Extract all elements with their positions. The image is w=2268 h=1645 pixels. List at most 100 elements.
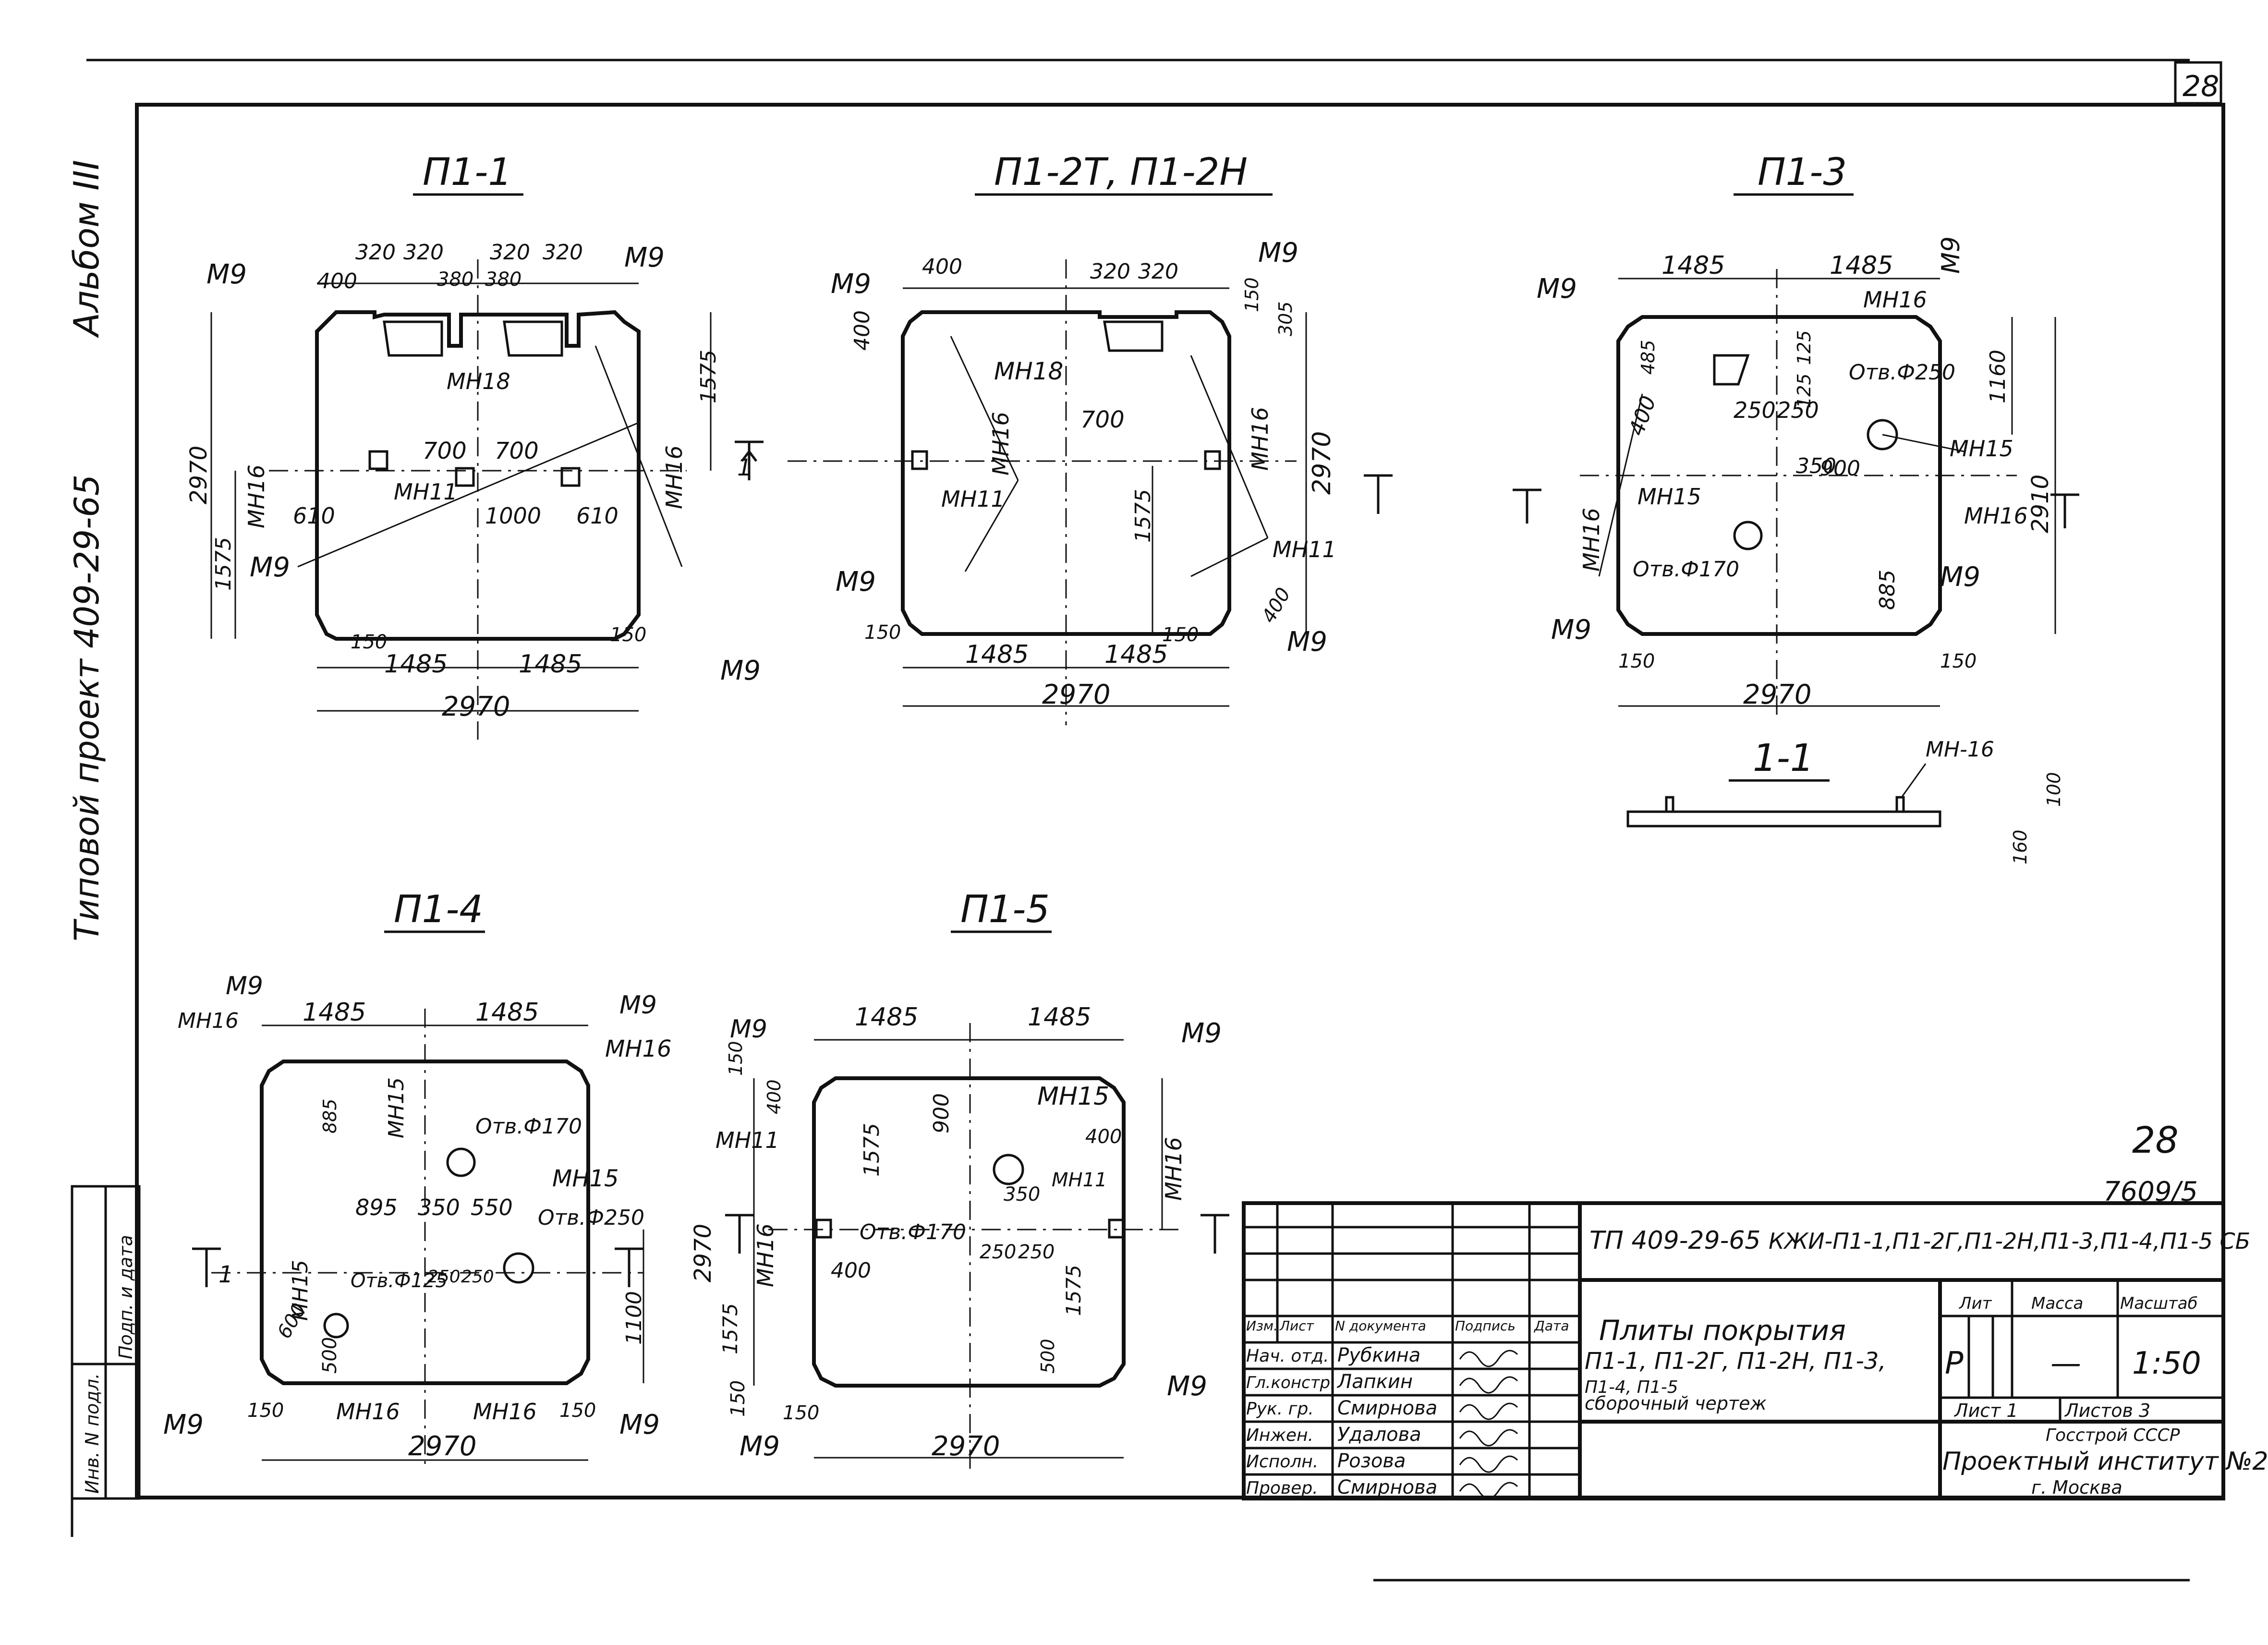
dim-label: 320 (403, 240, 444, 265)
sheet-number: 28 (2183, 70, 2219, 103)
mark-label: M9 (624, 242, 665, 273)
mark-label: MH16 (336, 1399, 400, 1425)
drawing-title: П1-4, П1-5 (1585, 1377, 1678, 1397)
mark-label: MH15 (552, 1165, 619, 1192)
mark-label: MH16 (752, 1223, 778, 1287)
mark-label: MH15 (1950, 436, 2013, 462)
dim-label: 2970 (1743, 679, 1812, 710)
dim-label: 150 (610, 624, 646, 646)
dim-label: 1575 (718, 1303, 742, 1354)
mass-value: — (2050, 1346, 2081, 1381)
mark-label: MH11 (1052, 1169, 1107, 1191)
dim-label: 1485 (1662, 251, 1725, 280)
mark-label: MH16 (243, 464, 269, 528)
sheets-label: Листов 3 (2064, 1400, 2150, 1421)
mark-label: MH15 (1637, 484, 1701, 510)
section-1-1: 1-1 MH-16 100 160 (1626, 737, 2064, 865)
dim-label: 2910 (2027, 475, 2054, 533)
dim-label: 1575 (696, 350, 721, 403)
dim-label: 1485 (384, 650, 448, 679)
dim-label: 1160 (1986, 350, 2010, 403)
dim-label: 150 (1940, 650, 1977, 672)
mark-label: MH16 (473, 1399, 537, 1425)
signature (1459, 1455, 1518, 1473)
dim-label: 380 (437, 268, 473, 291)
view-p1-2: П1-2Т, П1-2Н 400 320 320 150 305 400 700… (788, 151, 1336, 725)
lit-label: Лит (1958, 1294, 1992, 1313)
sheet-number-box (2174, 61, 2222, 105)
dim-label: 350 (1004, 1183, 1040, 1206)
hole-label: Отв.Ф250 (538, 1206, 644, 1230)
mark-label: M9 (1181, 1018, 1222, 1049)
title-block: ТП 409-29-65 КЖИ-П1-1,П1-2Г,П1-2Н,П1-3,П… (1242, 1201, 2268, 1500)
header-col: Подпись (1455, 1318, 1516, 1334)
mark-label: M9 (740, 1431, 780, 1462)
view-p1-5: П1-5 1485 1485 150 400 900 1575 400 350 … (690, 888, 1222, 1474)
dim-label: 1485 (475, 998, 539, 1027)
dim-label: 350 (418, 1194, 460, 1220)
mark-label: M9 (1167, 1371, 1207, 1402)
slab-outline (901, 310, 1231, 636)
dim-label: 1000 (485, 503, 541, 529)
dim-label: 885 (1875, 570, 1900, 610)
mark-label: MH16 (661, 445, 687, 509)
section-title: 1-1 (1753, 737, 1814, 780)
sheet-number-large: 28 (2132, 1119, 2179, 1161)
dim-label: 320 (355, 240, 396, 265)
drawing-title: Плиты покрытия (1599, 1314, 1846, 1347)
dim-label: 305 (1275, 301, 1296, 336)
dim-label: 2970 (932, 1431, 1000, 1462)
section-cut-markers: 1 1 (192, 440, 2079, 1288)
dim-label: 400 (1258, 584, 1295, 627)
dim-label: 1575 (211, 537, 236, 591)
dim-label: 400 (922, 255, 962, 279)
header-col: Дата (1533, 1318, 1569, 1334)
margin-stamp: Инв. N подл. Подп. и дата (71, 1185, 141, 1500)
staff-name: Рубкина (1337, 1344, 1420, 1366)
hole-label: Отв.Ф170 (475, 1114, 582, 1139)
org-line: г. Москва (2031, 1477, 2122, 1498)
dim-label: 1485 (965, 640, 1029, 669)
staff-role: Провер. (1246, 1478, 1318, 1498)
dim-label: 150 (864, 621, 901, 644)
mark-label: M9 (1940, 561, 1980, 593)
mark-label: MH16 (1863, 287, 1927, 313)
staff-role: Исполн. (1246, 1452, 1318, 1472)
dim-label: 2970 (185, 446, 212, 504)
dim-label: 1485 (1830, 251, 1893, 280)
mark-label: M9 (1937, 236, 1965, 274)
staff-name: Лапкин (1336, 1371, 1413, 1393)
dim-label: 1485 (1028, 1003, 1091, 1032)
dim-label: 1485 (1104, 640, 1168, 669)
mark-label: M9 (1551, 614, 1591, 646)
dim-label: 400 (850, 310, 874, 351)
signature (1459, 1376, 1518, 1394)
dim-label: 320 (1090, 259, 1130, 284)
dim-label: 1575 (1131, 489, 1155, 543)
hole-label: Отв.Ф170 (860, 1220, 966, 1244)
mark-label: M9 (1537, 273, 1577, 305)
view-p1-5-title: П1-5 (960, 888, 1050, 931)
dim-label: 2970 (1042, 679, 1111, 710)
mark-label: MH16 (1578, 508, 1604, 572)
view-p1-2-title: П1-2Т, П1-2Н (994, 151, 1248, 194)
dim-label: 1485 (855, 1003, 918, 1032)
mark-label: MH18 (994, 357, 1063, 385)
dim-label: 160 (2010, 829, 2031, 865)
drawing-title: сборочный чертеж (1585, 1393, 1767, 1414)
hole-label: Отв.Ф170 (1633, 557, 1739, 582)
staff-name: Смирнова (1337, 1476, 1437, 1499)
view-p1-4-title: П1-4 (394, 888, 483, 931)
staff-name: Удалова (1337, 1424, 1421, 1446)
dim-label: 550 (471, 1194, 513, 1220)
staff-role: Инжен. (1246, 1426, 1313, 1445)
mark-label: MH16 (178, 1009, 239, 1033)
dim-label: 150 (1241, 277, 1262, 312)
staff-role: Рук. гр. (1246, 1399, 1314, 1419)
org-line: Госстрой СССР (2046, 1426, 2180, 1445)
cut-label: 1 (218, 1261, 233, 1288)
dim-label: 150 (559, 1400, 596, 1422)
dim-label: 320 (490, 240, 530, 265)
header-col: N документа (1335, 1318, 1426, 1334)
